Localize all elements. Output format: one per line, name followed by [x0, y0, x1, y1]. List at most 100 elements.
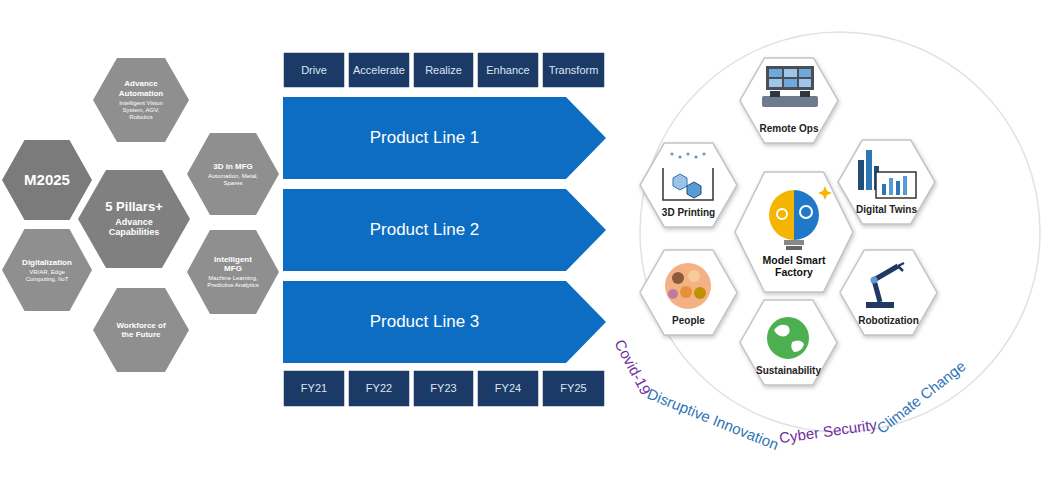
face: [694, 287, 706, 299]
node-heading: Enhance: [486, 64, 529, 77]
screen: [784, 69, 797, 77]
bulb-half: [769, 190, 794, 240]
context-label: Covid-19: [611, 337, 654, 398]
screen: [784, 79, 797, 87]
node-heading: Intelligent MFG: [207, 255, 259, 273]
node-text-group: Transform: [542, 52, 605, 88]
phase-box: Drive: [283, 52, 345, 88]
capability-hexagon: Digital Twins: [838, 140, 935, 224]
pillar-hexagon: Intelligent MFGMachine Learning, Predict…: [187, 230, 279, 314]
tower: [866, 150, 872, 190]
phase-box: FY21: [283, 370, 345, 407]
bar: [896, 181, 900, 195]
node-text-group: M2025: [2, 140, 92, 220]
node-text-group: Product Line 1: [283, 97, 606, 179]
gear: [800, 206, 812, 218]
node-heading: FY25: [560, 382, 586, 395]
node-text-group: Model Smart Factory: [735, 172, 853, 292]
capability-hexagon: Sustainability: [740, 300, 837, 385]
phase-box: FY23: [413, 370, 474, 407]
globe: [766, 316, 810, 360]
node-text-group: Intelligent MFGMachine Learning, Predict…: [187, 230, 279, 314]
face: [668, 289, 678, 299]
phase-box-fill: [477, 52, 539, 88]
node-detail: Advance Capabilities: [104, 217, 164, 238]
core-hexagon-fill: [78, 170, 190, 268]
pillar-hexagon: 3D in MFGAutomation, Metal, Spares: [187, 133, 279, 215]
node-heading: Digitalization: [22, 258, 72, 267]
pillar-hexagon: DigitalizationVR/AR, Edge Computing, IIo…: [2, 229, 92, 311]
bar: [889, 178, 893, 195]
control-desk: [762, 96, 818, 107]
pillar-hexagon-fill: [2, 229, 92, 311]
node-heading: Product Line 1: [370, 128, 480, 148]
node-text-group: FY21: [283, 370, 345, 407]
node-text-group: FY25: [542, 370, 605, 407]
continent: [791, 340, 804, 352]
phase-box-fill: [542, 370, 605, 407]
node-heading: FY22: [366, 382, 392, 395]
node-heading: Transform: [549, 64, 599, 77]
pillar-hexagon: Advance AutomationIntelligent Vision Sys…: [93, 58, 189, 142]
crowd: [665, 263, 711, 309]
node-text-group: Digital Twins: [838, 140, 935, 224]
phase-box-fill: [477, 370, 539, 407]
node-detail: Intelligent Vision System, AGV, Robotics: [113, 100, 169, 121]
node-heading: Advance Automation: [113, 79, 169, 97]
pillar-hexagon-fill: [187, 230, 279, 314]
capability-hexagon: Robotization: [840, 250, 937, 335]
droplet: [694, 155, 697, 158]
phase-box: Enhance: [477, 52, 539, 88]
phase-box-fill: [348, 52, 410, 88]
node-text-group: Realize: [413, 52, 474, 88]
product-line-arrow-fill: [283, 97, 606, 179]
node-text-group: FY24: [477, 370, 539, 407]
node-heading: Model Smart Factory: [759, 254, 829, 278]
node-detail: VR/AR, Edge Computing, IIoT: [22, 269, 72, 283]
node-heading: Workforce of the Future: [113, 321, 169, 339]
robot-base: [866, 302, 894, 308]
phase-box: Transform: [542, 52, 605, 88]
node-heading: Product Line 2: [370, 220, 480, 240]
desk-monitor: [800, 91, 810, 97]
tower: [874, 166, 879, 190]
capability-hexagon-fill: [640, 250, 737, 335]
context-label: Disruptive Innovation: [645, 385, 781, 453]
node-text-group: Robotization: [840, 250, 937, 335]
node-heading: FY21: [301, 382, 327, 395]
face: [680, 286, 692, 298]
capability-hexagon: People: [640, 250, 737, 335]
node-text-group: Product Line 2: [283, 189, 606, 271]
product-line-arrow-fill: [283, 189, 606, 271]
phase-box: Accelerate: [348, 52, 410, 88]
node-text-group: Accelerate: [348, 52, 410, 88]
desk-monitor: [770, 91, 780, 97]
robot-gripper: [898, 263, 904, 271]
gear: [777, 209, 787, 219]
pillar-hexagon-fill: [187, 133, 279, 215]
screen: [769, 69, 782, 77]
node-text-group: FY22: [348, 370, 410, 407]
capability-hexagon-fill: [740, 58, 838, 143]
node-text-group: FY23: [413, 370, 474, 407]
node-heading: Remote Ops: [760, 123, 819, 135]
node-heading: FY24: [495, 382, 521, 395]
capability-hexagon-fill: [640, 143, 737, 227]
node-text-group: People: [640, 250, 737, 335]
printed-cell: [687, 182, 701, 198]
pillar-hexagon: Workforce of the Future: [93, 288, 189, 372]
smart-factory-circle: [640, 32, 1040, 432]
node-heading: Sustainability: [756, 365, 821, 377]
pillar-hexagon-fill: [93, 58, 189, 142]
bulb-base: [784, 240, 804, 245]
product-line-arrow: Product Line 3: [283, 281, 606, 363]
node-heading: People: [672, 315, 705, 327]
bar: [903, 176, 907, 195]
droplet: [678, 155, 681, 158]
video-wall: [766, 66, 814, 90]
node-detail: Automation, Metal, Spares: [207, 173, 259, 187]
continent: [774, 325, 790, 337]
face: [688, 270, 700, 282]
node-text-group: Sustainability: [740, 300, 837, 385]
phase-box-fill: [348, 370, 410, 407]
